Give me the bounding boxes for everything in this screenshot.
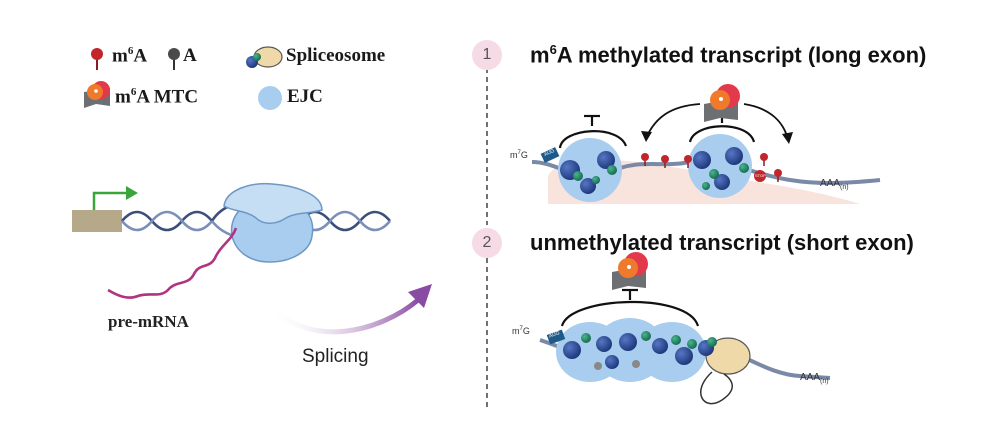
a-pin-icon [168, 48, 180, 70]
legend-ejc-label: EJC [287, 86, 323, 107]
panel1-stop-tag [754, 170, 766, 182]
legend-m6a-label: m6A [112, 45, 148, 67]
m6a-pin-icon [91, 48, 103, 70]
panel1-title: m6A methylated transcript (long exon) [530, 42, 927, 68]
legend-a-label: A [183, 45, 197, 66]
ejc-legend-icon [258, 86, 282, 110]
pre-mrna-label: pre-mRNA [108, 312, 189, 331]
panel1-number-badge: 1 [472, 40, 502, 70]
panel1-polya-label: AAA(n) [820, 178, 849, 191]
legend-spliceosome-label: Spliceosome [286, 45, 386, 66]
panel2-title: unmethylated transcript (short exon) [530, 230, 914, 255]
panel1-mtc-icon [704, 84, 740, 122]
panel1-cap-label: m7G [510, 150, 528, 160]
panel1-ejc-left [558, 138, 622, 202]
panel1-stop-label: STOP [755, 173, 766, 178]
pre-mrna-strand [107, 227, 238, 299]
rna-polymerase [223, 182, 323, 263]
legend-mtc-label: m6A MTC [115, 86, 199, 108]
spliceosome-legend-icon [246, 46, 283, 68]
panel2-spliceosome [698, 337, 751, 405]
panel2-number-badge: 2 [472, 228, 502, 258]
panel2-cap-label: m7G [512, 326, 530, 336]
panel2-aug-tag [546, 329, 566, 345]
splicing-arrow [266, 284, 432, 335]
panel1-ejc-right [688, 134, 752, 198]
transcription-start-arrow-icon [92, 186, 138, 210]
panel1-m6a-pins [641, 153, 782, 182]
panel1-aug-tag [540, 147, 560, 163]
panel2-ejc-cluster [556, 318, 706, 382]
panel2-mtc-icon [612, 252, 648, 290]
promoter-block [72, 210, 122, 232]
panel2-polya-label: AAA(n) [800, 372, 829, 385]
panel2-inhibition-bracket [560, 288, 700, 327]
panel1-curved-arrows [641, 103, 793, 144]
mtc-legend-icon [84, 81, 110, 108]
splicing-label: Splicing [302, 346, 369, 367]
